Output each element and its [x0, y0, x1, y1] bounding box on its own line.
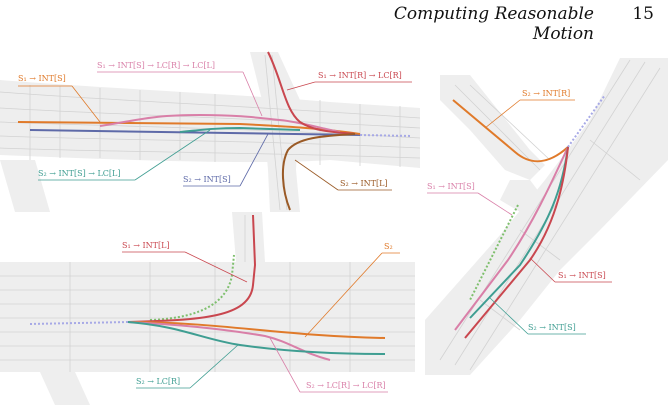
road-surface	[500, 180, 545, 215]
lane-line	[0, 107, 421, 129]
bottom-left-panel: S₁ → INT[L] S₂ S₂ → LC[R] S₂ → LC[R] → L…	[0, 212, 415, 405]
trajectory-red	[127, 214, 257, 323]
callout-leader	[286, 81, 316, 91]
trajectory-blue	[29, 129, 361, 136]
road-surface	[425, 58, 668, 375]
trajectory-pink	[454, 146, 569, 331]
page-number: 15	[632, 4, 654, 24]
lane-line	[439, 59, 631, 361]
trajectory-green-dotted	[469, 204, 519, 301]
callout-leader	[242, 71, 263, 117]
label-s1-int-l: S₁ → INT[L]	[122, 241, 170, 250]
callout-leader	[134, 129, 211, 181]
callout-leader	[484, 99, 521, 129]
label-s2-int-s: S₂ → INT[S]	[183, 175, 231, 184]
right-panel: S₂ → INT[R] S₁ → INT[S] S₁ → INT[S] S₂ →…	[425, 58, 668, 375]
trajectory-teal	[179, 126, 301, 133]
trajectory-brown	[282, 133, 356, 211]
trajectory-orange	[452, 99, 569, 163]
callout-leader	[269, 337, 301, 393]
page-header: Computing Reasonable Motion 15	[0, 0, 668, 44]
trajectory-lavender-dotted	[567, 94, 606, 148]
trajectories	[29, 214, 386, 361]
label-s1-int-s-b: S₁ → INT[S]	[558, 271, 606, 280]
label-s1-int-s-a: S₁ → INT[S]	[427, 182, 475, 191]
road-surface	[232, 212, 265, 262]
lane-line	[0, 91, 421, 119]
label-s1-int-r-lc-r: S₁ → INT[R] → LC[R]	[318, 71, 402, 80]
lane-line	[0, 147, 421, 159]
road-network	[0, 212, 415, 405]
lane-line	[271, 54, 288, 211]
trajectory-orange	[127, 321, 386, 339]
callout-leader	[477, 192, 513, 216]
callout-leader	[294, 159, 339, 191]
trajectories	[17, 51, 413, 211]
callout-leader	[189, 344, 239, 389]
callouts: S₂ → INT[R] S₁ → INT[S] S₁ → INT[S] S₂ →…	[427, 89, 612, 335]
trajectories	[452, 94, 606, 339]
trajectory-lavender-dotted	[29, 321, 129, 325]
trajectory-red	[464, 146, 569, 339]
lane-line	[589, 139, 641, 181]
label-s2-int-s-lc-l: S₂ → INT[S] → LC[L]	[38, 169, 120, 178]
lane-line	[0, 135, 421, 149]
label-s2-lc-r: S₂ → LC[R]	[136, 377, 180, 386]
callout-leader	[239, 133, 269, 187]
label-s1-int-s-lc-r-lc-l: S₁ → INT[S] → LC[R] → LC[L]	[97, 61, 215, 70]
lane-line	[264, 54, 281, 211]
road-surface	[40, 372, 90, 405]
callout-leader	[184, 251, 248, 283]
top-left-panel: S₁ → INT[S] S₁ → INT[S] → LC[R] → LC[L] …	[0, 51, 421, 212]
running-title: Computing Reasonable Motion	[393, 4, 594, 44]
label-s1-int-s: S₁ → INT[S]	[18, 74, 66, 83]
label-s2-lc-r-lc-r: S₂ → LC[R] → LC[R]	[306, 381, 386, 390]
label-s2-int-s-right: S₂ → INT[S]	[528, 323, 576, 332]
callout-leader	[489, 297, 529, 335]
trajectory-teal	[127, 321, 386, 355]
callout-leader	[71, 85, 101, 123]
road-surface	[0, 160, 50, 212]
trajectory-red	[267, 51, 356, 135]
callouts: S₁ → INT[S] S₁ → INT[S] → LC[R] → LC[L] …	[18, 61, 412, 191]
lane-line	[479, 299, 521, 331]
trajectory-orange	[17, 121, 361, 135]
lane-line	[454, 84, 541, 171]
callout-leader	[304, 252, 383, 338]
callouts: S₁ → INT[L] S₂ S₂ → LC[R] S₂ → LC[R] → L…	[122, 241, 400, 393]
trajectory-lavender-dotted	[359, 134, 413, 137]
lane-line	[469, 84, 551, 161]
label-s2-int-r: S₂ → INT[R]	[522, 89, 570, 98]
road-surface	[250, 52, 300, 212]
callout-leader	[529, 257, 556, 283]
label-s2: S₂	[384, 242, 393, 251]
label-s2-int-l: S₂ → INT[L]	[340, 179, 388, 188]
lane-line	[469, 67, 661, 371]
